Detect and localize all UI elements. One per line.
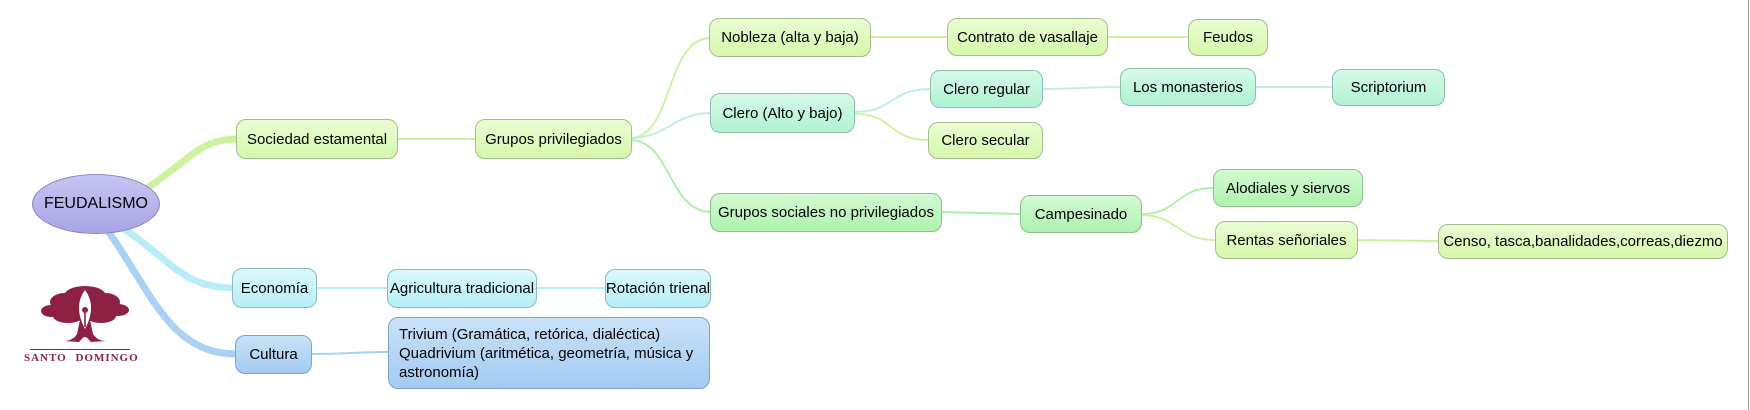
link-root-economia: [120, 225, 238, 292]
link-root-sociedad: [142, 135, 242, 193]
link-campesinado-alodiales: [1141, 187, 1214, 215]
link-gsoc-campesinado: [941, 211, 1021, 215]
node-nobleza[interactable]: Nobleza (alta y baja): [709, 18, 871, 57]
node-grupos-sociales-no-privilegiados[interactable]: Grupos sociales no privilegiados: [710, 193, 942, 232]
link-gp-gruposnoprivilegiados: [630, 139, 713, 213]
node-campesinado[interactable]: Campesinado: [1020, 195, 1142, 233]
node-agricultura-tradicional[interactable]: Agricultura tradicional: [387, 269, 537, 308]
link-clero-cleroregular: [854, 88, 931, 113]
node-economia[interactable]: Economía: [232, 268, 317, 308]
logo-text: SANTO DOMINGO: [24, 352, 139, 364]
link-gp-nobleza: [630, 37, 712, 139]
node-los-monasterios[interactable]: Los monasterios: [1120, 68, 1256, 106]
santo-domingo-logo: SANTO DOMINGO: [24, 280, 139, 370]
node-feudos[interactable]: Feudos: [1188, 19, 1268, 56]
logo-divider: [30, 349, 130, 350]
canvas-right-edge: [1748, 0, 1749, 410]
node-censo-tasca[interactable]: Censo, tasca,banalidades,correas,diezmo: [1438, 224, 1728, 259]
node-grupos-privilegiados[interactable]: Grupos privilegiados: [475, 119, 632, 159]
node-sociedad-estamental[interactable]: Sociedad estamental: [236, 119, 398, 159]
node-feudalismo[interactable]: FEUDALISMO: [32, 174, 160, 234]
node-clero[interactable]: Clero (Alto y bajo): [710, 93, 855, 133]
tree-pen-icon: [41, 286, 129, 342]
node-alodiales-y-siervos[interactable]: Alodiales y siervos: [1213, 169, 1363, 207]
link-cleroregular-monasterios: [1042, 86, 1121, 90]
link-rentas-censo: [1357, 239, 1439, 242]
node-scriptorium[interactable]: Scriptorium: [1332, 69, 1445, 106]
node-clero-regular[interactable]: Clero regular: [930, 70, 1043, 108]
link-campesinado-rentas: [1141, 214, 1216, 241]
node-clero-secular[interactable]: Clero secular: [928, 122, 1043, 159]
link-gp-clero: [630, 112, 713, 139]
link-clero-clerosecular: [854, 113, 929, 141]
node-rotacion-trienal[interactable]: Rotación trienal: [605, 269, 711, 308]
link-cultura-trivium: [311, 351, 389, 355]
node-trivium-quadrivium[interactable]: Trivium (Gramática, retórica, dialéctica…: [388, 317, 710, 389]
node-contrato-de-vasallaje[interactable]: Contrato de vasallaje: [947, 18, 1108, 56]
link-root-cultura: [104, 227, 241, 358]
node-rentas-senoriales[interactable]: Rentas señoriales: [1215, 221, 1358, 259]
node-cultura[interactable]: Cultura: [235, 335, 312, 374]
